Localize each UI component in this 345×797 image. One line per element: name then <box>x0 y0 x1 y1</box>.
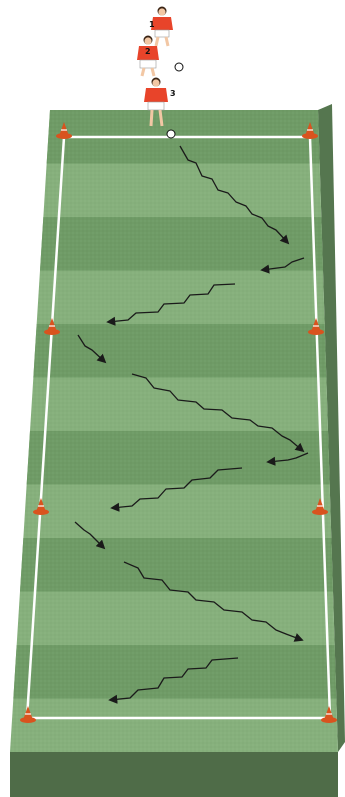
ball <box>167 130 175 138</box>
player: 1 <box>149 7 173 47</box>
svg-text:3: 3 <box>170 89 176 98</box>
ball <box>175 63 183 71</box>
pitch-front-wall <box>10 752 338 797</box>
player: 2 <box>137 36 183 77</box>
svg-text:2: 2 <box>145 47 151 56</box>
svg-text:1: 1 <box>149 20 155 29</box>
pitch <box>10 104 345 797</box>
